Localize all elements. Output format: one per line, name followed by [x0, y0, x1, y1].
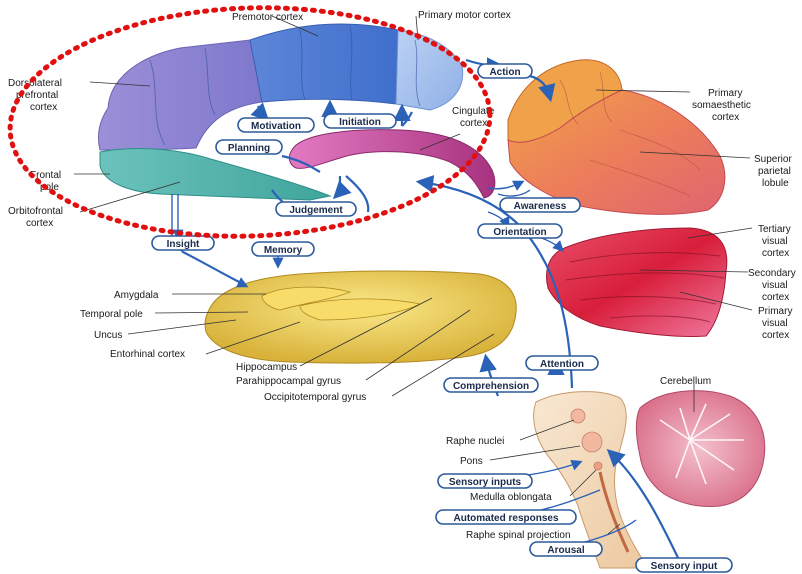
label-cerebellum: Cerebellum [660, 376, 711, 387]
label-premotor-cortex: Premotor cortex [232, 12, 303, 23]
parietal-lobe [508, 60, 725, 215]
label-superior-parietal-1: Superior [754, 154, 792, 165]
label-secondary-visual-1: Secondary [748, 268, 796, 279]
pill-insight: Insight [152, 236, 214, 250]
cerebellum [636, 391, 765, 507]
pill-insight-text: Insight [167, 239, 200, 250]
pill-memory: Memory [252, 242, 314, 256]
label-secondary-visual-2: visual [762, 280, 788, 291]
label-superior-parietal-2: parietal [758, 166, 791, 177]
pill-action-text: Action [489, 67, 520, 78]
pill-orientation-text: Orientation [493, 227, 546, 238]
label-dlpfc-3: cortex [30, 102, 57, 113]
pill-sensory-input: Sensory input [636, 558, 732, 572]
label-cingulate-2: cortex [460, 118, 487, 129]
label-tertiary-visual-2: visual [762, 236, 788, 247]
pill-planning: Planning [216, 140, 282, 154]
cingulate-cortex-shape [289, 130, 494, 198]
raphe-nucleus-upper [571, 409, 585, 423]
pill-memory-text: Memory [264, 245, 303, 256]
pill-sensory-input-text: Sensory input [651, 561, 718, 572]
pill-sensory-inputs-text: Sensory inputs [449, 477, 522, 488]
raphe-nucleus-medulla [594, 462, 602, 470]
pill-attention: Attention [526, 356, 598, 370]
pill-planning-text: Planning [228, 143, 270, 154]
frontal-lobe [98, 24, 462, 200]
pill-arousal-text: Arousal [547, 545, 584, 556]
pill-motivation: Motivation [238, 118, 314, 132]
label-somaesthetic-3: cortex [712, 112, 739, 123]
label-orbitofrontal-1: Orbitofrontal [8, 206, 63, 217]
label-tertiary-visual-1: Tertiary [758, 224, 791, 235]
pill-comprehension: Comprehension [444, 378, 538, 392]
label-parahippocampal-gyrus: Parahippocampal gyrus [236, 376, 341, 387]
label-hippocampus: Hippocampus [236, 362, 297, 373]
dorsolateral-prefrontal-cortex-shape [98, 40, 262, 150]
label-raphe-spinal-projection: Raphe spinal projection [466, 530, 571, 541]
label-uncus: Uncus [94, 330, 122, 341]
pill-automated-responses: Automated responses [436, 510, 576, 524]
label-amygdala: Amygdala [114, 290, 159, 301]
label-pons: Pons [460, 456, 483, 467]
cerebellum-shape [636, 391, 765, 507]
label-tertiary-visual-3: cortex [762, 248, 789, 259]
pill-automated-responses-text: Automated responses [453, 513, 558, 524]
raphe-nucleus-pons [582, 432, 602, 452]
pill-orientation: Orientation [478, 224, 562, 238]
pill-attention-text: Attention [540, 359, 584, 370]
pill-motivation-text: Motivation [251, 121, 301, 132]
label-somaesthetic-2: somaesthetic [692, 100, 751, 111]
label-superior-parietal-3: lobule [762, 178, 789, 189]
label-occipitotemporal-gyrus: Occipitotemporal gyrus [264, 392, 366, 403]
pill-initiation-text: Initiation [339, 117, 381, 128]
label-medulla-oblongata: Medulla oblongata [470, 492, 552, 503]
primary-motor-cortex-shape [396, 30, 463, 110]
pill-sensory-inputs: Sensory inputs [438, 474, 532, 488]
pill-awareness-text: Awareness [514, 201, 567, 212]
label-primary-visual-2: visual [762, 318, 788, 329]
pill-action: Action [478, 64, 532, 78]
visual-cortex-shape [547, 228, 727, 337]
pill-judgement: Judgement [276, 202, 356, 216]
label-secondary-visual-3: cortex [762, 292, 789, 303]
label-frontal-pole-1: Frontal [30, 170, 61, 181]
label-primary-motor-cortex: Primary motor cortex [418, 10, 511, 21]
label-somaesthetic-1: Primary [708, 88, 742, 99]
occipital-lobe [547, 228, 727, 337]
pill-initiation: Initiation [324, 114, 396, 128]
label-primary-visual-1: Primary [758, 306, 792, 317]
premotor-cortex-shape [250, 24, 398, 104]
pill-arousal: Arousal [530, 542, 602, 556]
pill-comprehension-text: Comprehension [453, 381, 529, 392]
pill-judgement-text: Judgement [289, 205, 343, 216]
label-entorhinal-cortex: Entorhinal cortex [110, 349, 185, 360]
label-temporal-pole: Temporal pole [80, 309, 143, 320]
label-primary-visual-3: cortex [762, 330, 789, 341]
label-raphe-nuclei: Raphe nuclei [446, 436, 504, 447]
label-orbitofrontal-2: cortex [26, 218, 53, 229]
pill-awareness: Awareness [500, 198, 580, 212]
